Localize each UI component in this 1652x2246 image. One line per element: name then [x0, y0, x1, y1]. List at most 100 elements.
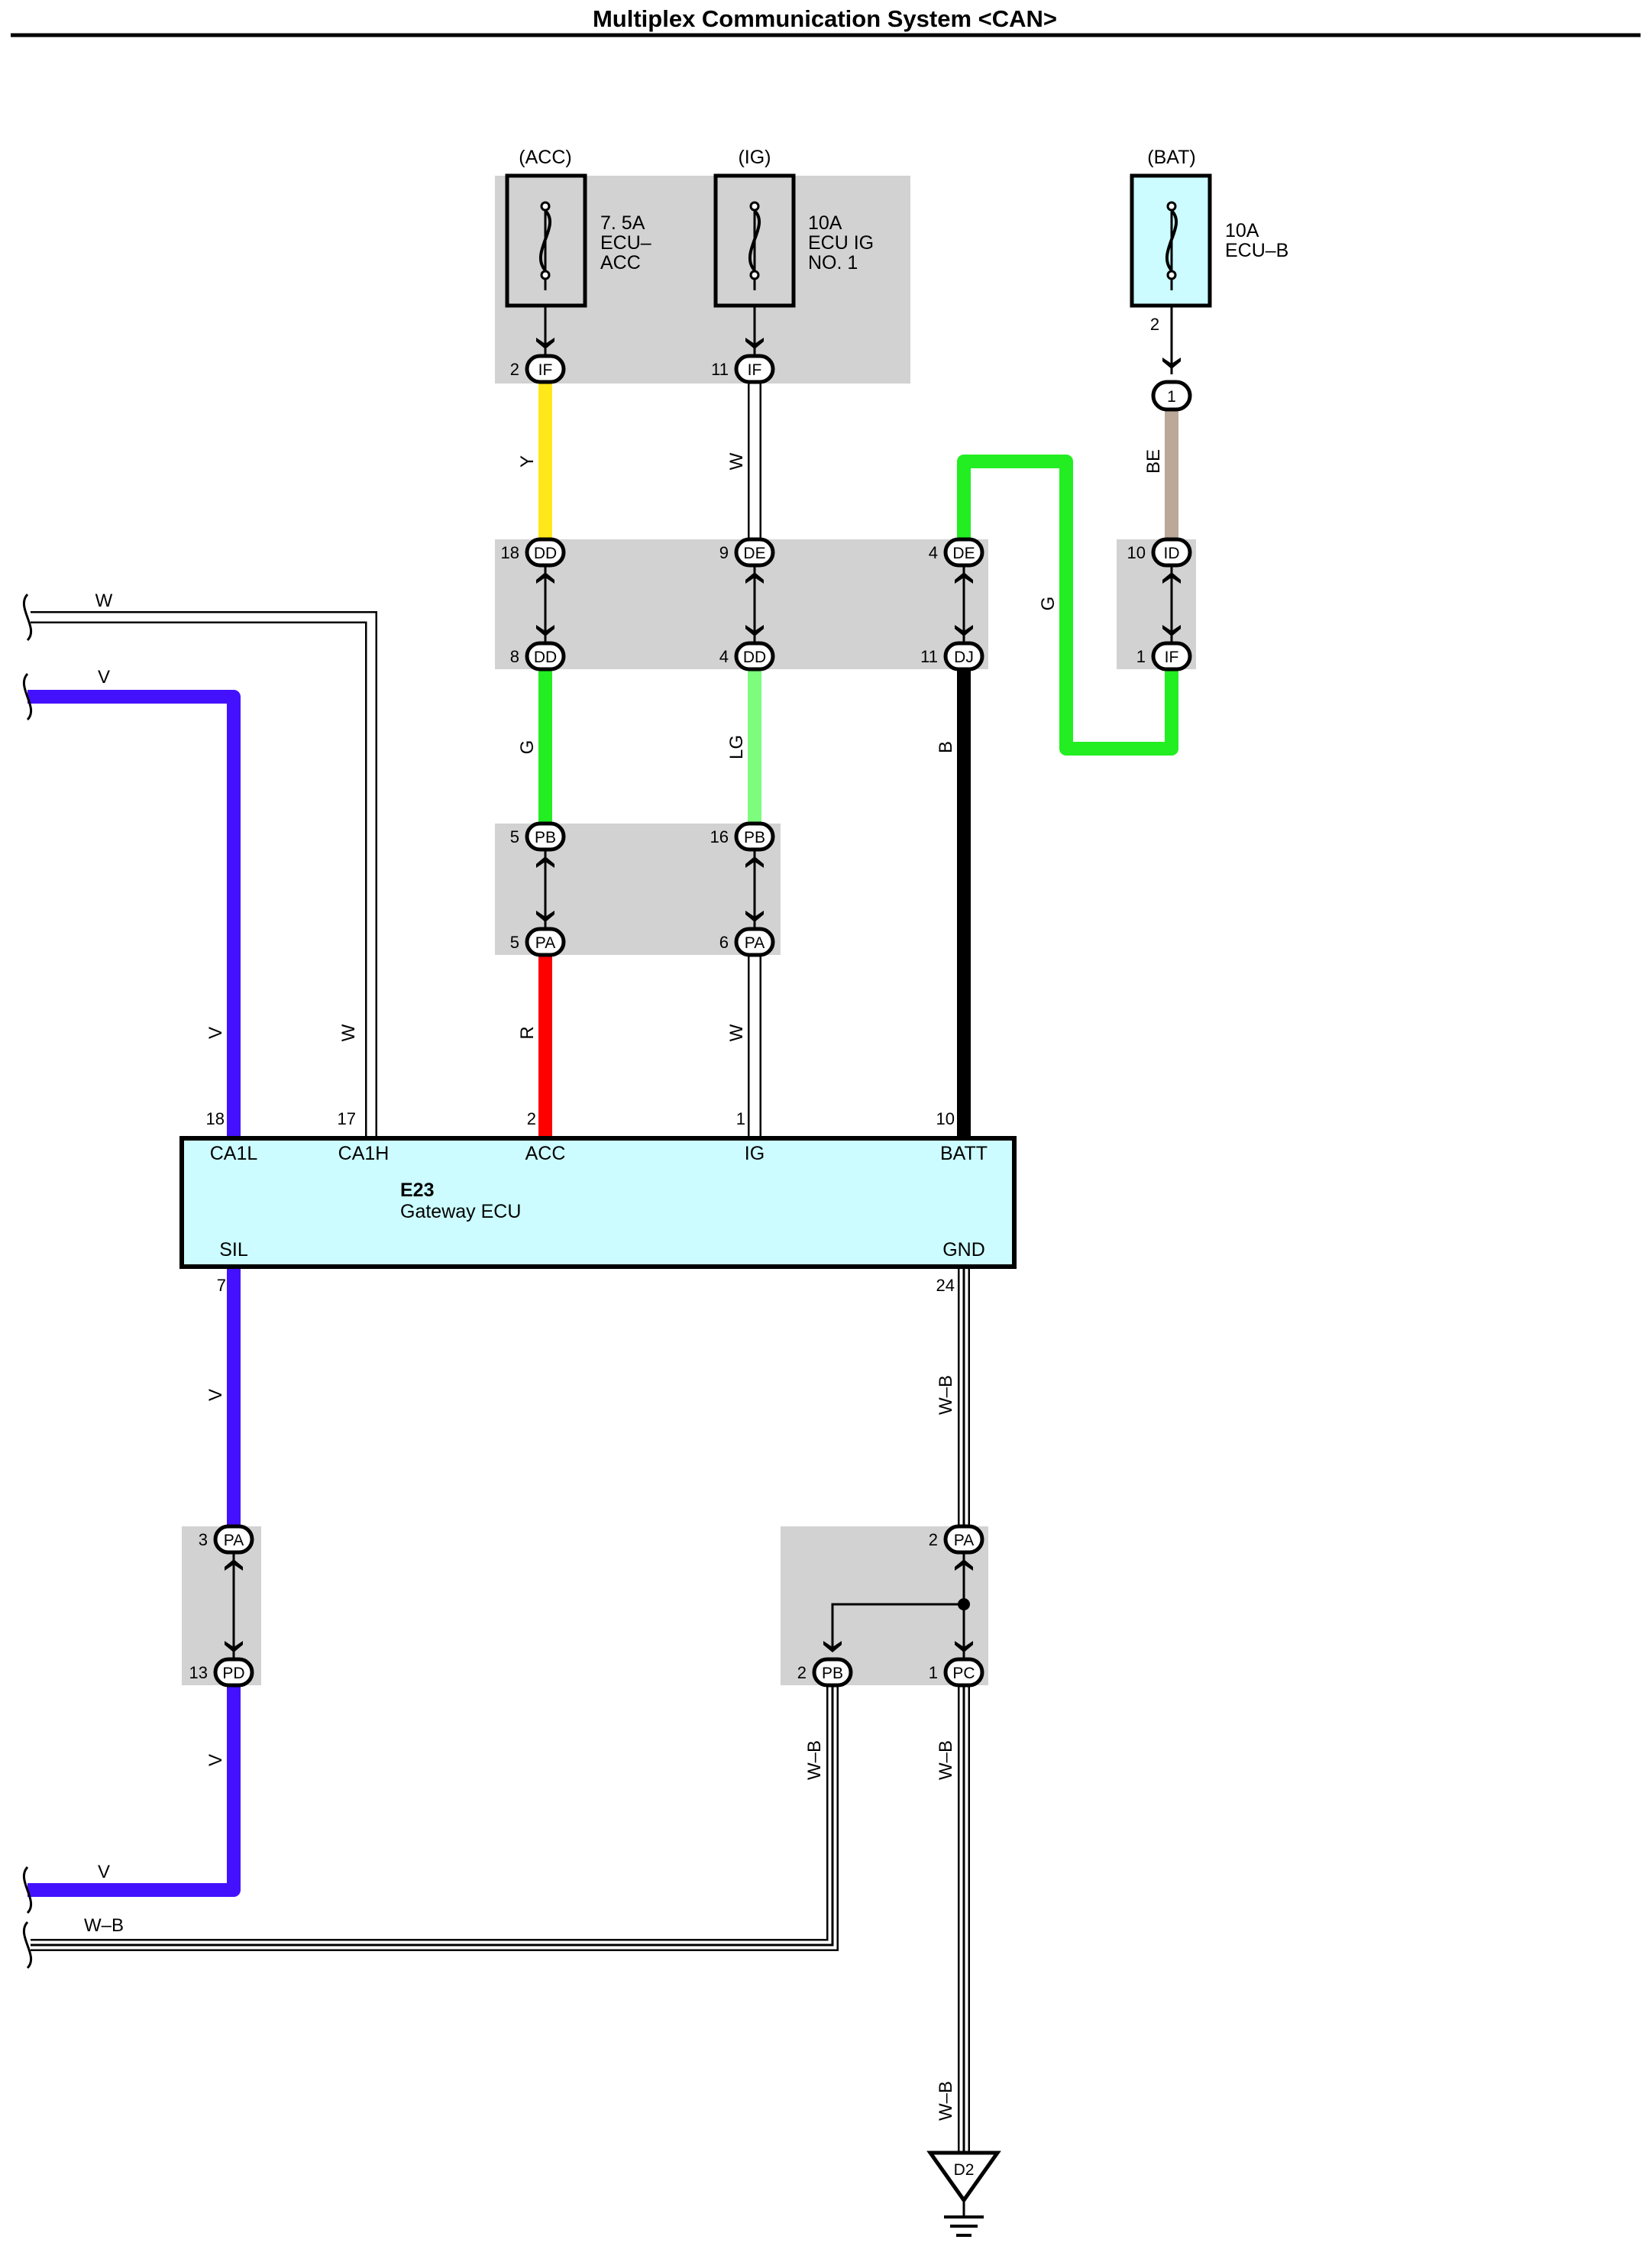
internal-connections [232, 565, 1173, 1659]
terminal-name: SIL [219, 1239, 248, 1261]
ecu-terminal-ig: 1 IG [736, 1109, 765, 1164]
wire-white-black-bottom [31, 1685, 839, 1951]
wire-label: V [98, 667, 110, 688]
ecu-terminal-ca1h: 17 CA1H [338, 1109, 390, 1164]
fuse-name-line1: ECU–B [1225, 240, 1288, 261]
wire-label: W–B [936, 1375, 956, 1415]
wire-label: G [517, 740, 538, 755]
ecu-terminal-sil: SIL 7 [217, 1239, 248, 1295]
wire-label: R [517, 1026, 538, 1039]
connector-pin: 11 [711, 360, 729, 379]
connector-pin: 4 [719, 647, 729, 666]
wire-label: B [936, 741, 956, 753]
connector-code: DD [534, 649, 557, 666]
connector-pin: 6 [719, 933, 729, 952]
connector-code: IF [1165, 649, 1179, 666]
wire-label: V [205, 1754, 226, 1766]
wire-label: W [95, 591, 113, 611]
connector-pin: 2 [510, 360, 519, 379]
wire-label: G [1038, 597, 1059, 611]
splice-point [958, 1598, 970, 1610]
connector-code: IF [538, 361, 553, 379]
connector-pin: 1 [1136, 647, 1146, 666]
connector-pa-2: PA 2 [929, 1524, 984, 1555]
connector-pb-16: PB 16 [710, 821, 775, 852]
wire-label: W–B [804, 1740, 825, 1780]
connector-code: 1 [1167, 388, 1176, 406]
connector-code: PB [535, 829, 556, 846]
connector-dd-18: DD 18 [501, 537, 566, 568]
ground-point-d2: D2 [926, 2151, 1001, 2237]
terminal-name: BATT [940, 1143, 988, 1164]
fuse-ecu-b: (BAT) 10A ECU–B 2 [1130, 147, 1288, 334]
connector-code: PC [952, 1665, 975, 1682]
connector-if-acc: IF 2 [510, 354, 566, 384]
wire-label: W–B [84, 1915, 124, 1936]
connector-pin: 18 [501, 543, 519, 562]
terminal-pin: 7 [217, 1276, 226, 1295]
ecu-code: E23 [400, 1180, 434, 1201]
connector-pa-3: PA 3 [199, 1524, 254, 1555]
connector-code: DD [534, 545, 557, 562]
connector-pin: 16 [710, 827, 729, 846]
connector-pin: 9 [719, 543, 729, 562]
terminal-name: CA1H [338, 1143, 390, 1164]
connector-code: DE [743, 545, 765, 562]
fuse-ecu-ig-no1: (IG) 10A ECU IG NO. 1 [713, 147, 874, 308]
connector-de-4: DE 4 [929, 537, 984, 568]
wire-label: BE [1143, 449, 1164, 474]
connector-bat-1: 1 [1151, 380, 1192, 412]
wire-label: W [726, 1024, 747, 1041]
connector-code: PA [224, 1532, 244, 1549]
fuse-name-line2: NO. 1 [808, 252, 858, 273]
connector-pin: 2 [797, 1663, 807, 1682]
wire-labels: Y W BE G G LG B R W V W V V W–B W–B W–B … [84, 449, 1164, 2121]
connector-code: DE [952, 545, 975, 562]
wire-break-marks [22, 593, 33, 1969]
fuse-name-line2: ACC [600, 252, 641, 273]
page-title: Multiplex Communication System <CAN> [593, 5, 1057, 32]
connector-code: PD [222, 1665, 244, 1682]
wire-label: W [726, 452, 747, 470]
gateway-ecu: 18 CA1L 17 CA1H 2 ACC 1 IG 10 BATT E23 G… [179, 1109, 1017, 1295]
fuse-name-line1: ECU– [600, 232, 651, 254]
wire-label: V [98, 1862, 110, 1882]
fuse-block-box [495, 176, 910, 384]
wire-label: V [205, 1389, 226, 1401]
fuse-rating: 7. 5A [600, 212, 645, 234]
wire-green-loop [957, 455, 1178, 756]
connector-dj-11: DJ 11 [920, 641, 984, 672]
connector-pb-2: PB 2 [797, 1657, 853, 1688]
connector-pin: 11 [920, 647, 938, 666]
connector-code: PB [744, 829, 765, 846]
connector-pa-6: PA 6 [719, 927, 775, 957]
junction-box-pa-pd [182, 1526, 261, 1685]
connector-pin: 13 [189, 1663, 208, 1682]
connector-pc-1: PC 1 [929, 1657, 984, 1688]
wire-label: W [338, 1024, 359, 1041]
terminal-name: GND [942, 1239, 985, 1261]
wire-white-top [31, 611, 377, 1138]
wire-label: W–B [936, 1740, 956, 1780]
ground-code: D2 [954, 2161, 975, 2179]
fuse-pin: 2 [1150, 315, 1159, 334]
connector-pin: 10 [1127, 543, 1146, 562]
ecu-terminal-batt: 10 BATT [936, 1109, 988, 1164]
ecu-terminal-ca1l: 18 CA1L [206, 1109, 258, 1164]
connector-dd-8: DD 8 [510, 641, 566, 672]
wire-label: LG [726, 735, 747, 759]
connector-pin: 8 [510, 647, 519, 666]
connector-code: PA [745, 934, 765, 952]
ecu-terminal-acc: 2 ACC [525, 1109, 566, 1164]
wire-label: V [205, 1027, 226, 1039]
connector-code: PB [822, 1665, 843, 1682]
connector-id-10: ID 10 [1127, 537, 1192, 568]
connector-code: IF [748, 361, 762, 379]
connector-pa-5: PA 5 [510, 927, 566, 957]
terminal-name: CA1L [210, 1143, 258, 1164]
ecu-terminal-gnd: GND 24 [936, 1239, 985, 1295]
connector-pin: 1 [929, 1663, 938, 1682]
fuse-name-line1: ECU IG [808, 232, 874, 254]
fuse-source-label: (IG) [738, 147, 771, 168]
